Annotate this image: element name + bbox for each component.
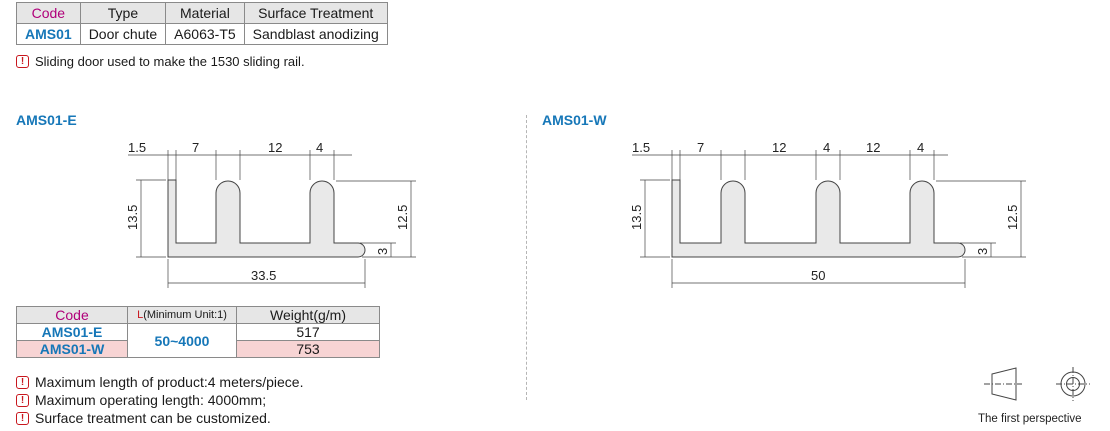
dim-w-center1: 12 bbox=[772, 140, 786, 155]
dim-e-inner-height: 12.5 bbox=[395, 205, 410, 230]
dim-w-base: 3 bbox=[975, 248, 990, 255]
dim-w-gap: 7 bbox=[697, 140, 704, 155]
note-bottom-2: ! Maximum operating length: 4000mm; bbox=[16, 392, 266, 408]
dim-e-width: 33.5 bbox=[251, 268, 276, 283]
dim-w-height: 13.5 bbox=[629, 205, 644, 230]
section-divider bbox=[526, 115, 527, 400]
wt-header-l-rest: (Minimum Unit:1) bbox=[143, 309, 227, 321]
cell-code: AMS01 bbox=[16, 23, 81, 45]
profile-e bbox=[167, 179, 366, 258]
dim-e-center: 12 bbox=[268, 140, 282, 155]
profile-w bbox=[671, 179, 966, 258]
section-title-e: AMS01-E bbox=[16, 112, 77, 128]
dim-e-gap: 7 bbox=[192, 140, 199, 155]
warning-icon: ! bbox=[16, 393, 29, 407]
spec-table: Code Type Material Surface Treatment AMS… bbox=[16, 2, 388, 45]
warning-icon: ! bbox=[16, 55, 29, 68]
note-top-text: Sliding door used to make the 1530 slidi… bbox=[35, 54, 305, 69]
note-bottom-1-text: Maximum length of product:4 meters/piece… bbox=[35, 374, 304, 390]
wt-header-code: Code bbox=[16, 306, 128, 324]
dim-w-rib1: 4 bbox=[823, 140, 830, 155]
weight-row-w: AMS01-W 753 bbox=[16, 340, 380, 358]
weight-table-header: Code L(Minimum Unit:1) Weight(g/m) bbox=[16, 306, 380, 324]
spec-table-header: Code Type Material Surface Treatment bbox=[16, 2, 388, 24]
dim-e-lip: 1.5 bbox=[128, 140, 146, 155]
wt-header-weight: Weight(g/m) bbox=[236, 306, 380, 324]
dim-w-rib2: 4 bbox=[917, 140, 924, 155]
header-code: Code bbox=[16, 2, 81, 24]
wt-weight-w: 753 bbox=[236, 340, 380, 358]
wt-code-e: AMS01-E bbox=[16, 323, 128, 341]
dim-w-center2: 12 bbox=[866, 140, 880, 155]
header-material: Material bbox=[165, 2, 245, 24]
wt-header-l-char: L bbox=[137, 309, 144, 321]
note-bottom-2-text: Maximum operating length: 4000mm; bbox=[35, 392, 267, 408]
warning-icon: ! bbox=[16, 375, 29, 389]
wt-weight-e: 517 bbox=[236, 323, 380, 341]
spec-table-row: AMS01 Door chute A6063-T5 Sandblast anod… bbox=[16, 23, 388, 45]
note-bottom-3: ! Surface treatment can be customized. bbox=[16, 410, 271, 426]
section-title-w: AMS01-W bbox=[542, 112, 607, 128]
dim-w-inner-height: 12.5 bbox=[1005, 205, 1020, 230]
note-top: ! Sliding door used to make the 1530 sli… bbox=[16, 54, 305, 69]
note-bottom-1: ! Maximum length of product:4 meters/pie… bbox=[16, 374, 303, 390]
cell-surface: Sandblast anodizing bbox=[243, 23, 388, 45]
wt-length-range: 50~4000 bbox=[127, 323, 237, 358]
wt-header-length: L(Minimum Unit:1) bbox=[127, 306, 237, 324]
dim-e-height: 13.5 bbox=[125, 205, 140, 230]
note-bottom-3-text: Surface treatment can be customized. bbox=[35, 410, 271, 426]
dim-e-base: 3 bbox=[375, 248, 390, 255]
perspective-label: The first perspective bbox=[978, 413, 1082, 425]
cell-material: A6063-T5 bbox=[165, 23, 245, 45]
warning-icon: ! bbox=[16, 411, 29, 425]
dim-w-lip: 1.5 bbox=[632, 140, 650, 155]
header-type: Type bbox=[79, 2, 167, 24]
weight-table: Code L(Minimum Unit:1) Weight(g/m) AMS01… bbox=[16, 306, 380, 358]
dim-w-width: 50 bbox=[811, 268, 825, 283]
weight-row-e: AMS01-E 50~4000 517 bbox=[16, 323, 380, 358]
wt-code-w: AMS01-W bbox=[16, 340, 128, 358]
dim-e-rib: 4 bbox=[316, 140, 323, 155]
first-angle-projection-icon bbox=[984, 367, 1090, 401]
